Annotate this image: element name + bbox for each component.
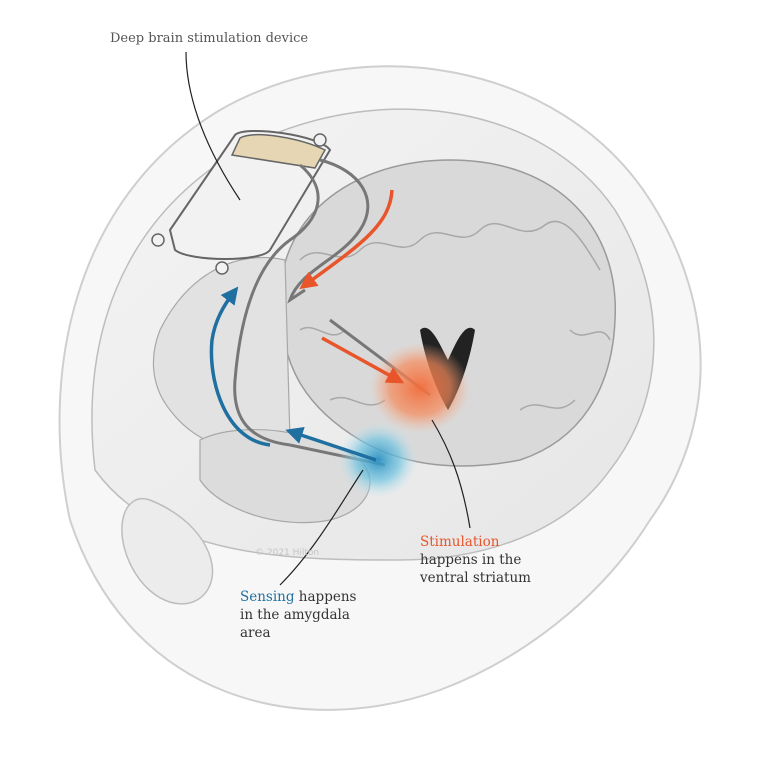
device-screw-2 [215,261,229,275]
sensing-arrow-up [209,286,271,447]
device-screw-1 [151,233,165,247]
stimulation-label: Stimulation happens in the ventral stria… [420,533,531,587]
stimulation-highlight: Stimulation [420,534,500,550]
brain-gyri [299,220,601,271]
sensing-line-2: in the amygdala [240,607,350,623]
sensing-line-1: Sensing happens [240,588,356,606]
sensing-leader-line [279,469,364,586]
sensing-line-3: area [240,625,271,641]
brain-gyri-2 [299,326,611,411]
watermark: © 2021 Hilton [255,548,319,558]
stimulation-line-3: ventral striatum [420,570,531,586]
sensing-line-1-rest: happens [294,589,357,605]
lead-wire-2 [233,163,320,447]
sensing-label: Sensing happens in the amygdala area [240,588,356,642]
device-screw-3 [313,133,327,147]
stimulation-arrow-top [299,189,394,290]
device-leader-line [185,51,241,201]
ear [121,497,214,605]
stimulation-line-2: happens in the [420,552,522,568]
sensing-arrow-lower [285,427,377,462]
device-header [230,134,327,169]
stimulation-device [151,129,332,275]
stimulation-leader-line [431,419,471,529]
device-label: Deep brain stimulation device [110,31,309,46]
stimulation-glow [370,343,470,433]
stimulation-arrow-lower [321,336,405,384]
sensing-highlight: Sensing [240,589,295,605]
sensing-glow [338,422,418,498]
